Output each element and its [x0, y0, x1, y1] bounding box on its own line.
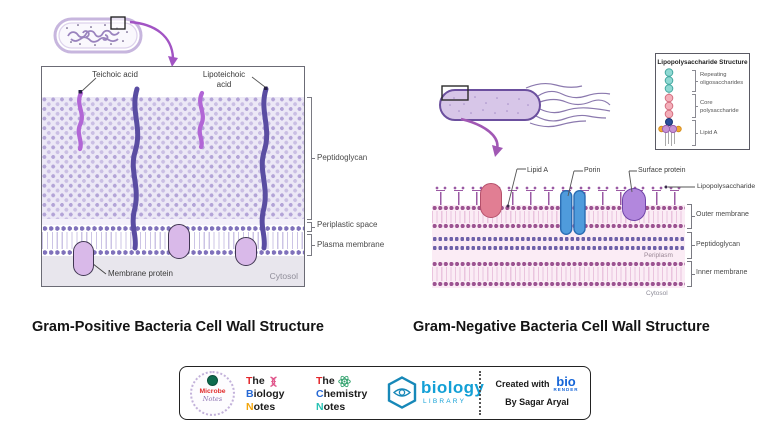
chromatin-squiggle [67, 29, 120, 43]
repeating-oligosaccharide-units [664, 68, 674, 93]
cell-stipple [449, 96, 529, 114]
pointer-marker [264, 86, 268, 90]
lps-molecule-diagram [658, 68, 682, 146]
peptidoglycan-bracket-gn [687, 232, 695, 259]
cytosol-label: Cytosol [646, 290, 668, 297]
lps-structure-title: Lipopolysaccharide Structure [657, 59, 748, 66]
chemistry-notes-word-the: The [316, 375, 335, 388]
membrane-protein-shape [73, 241, 94, 276]
gp-annotation-overlay [76, 76, 270, 275]
lipoteichoic-acid-strand [259, 86, 270, 251]
lps-structure-panel: Lipopolysaccharide Structure [655, 53, 750, 150]
flagella [525, 82, 611, 128]
plasma-membrane-bracket [307, 234, 315, 256]
kdo-unit [665, 118, 673, 126]
author-credit: By Sagar Aryal [505, 396, 569, 407]
created-with-text: Created with [495, 378, 550, 389]
lipid-a-inset-label: Lipid A [700, 130, 718, 136]
biology-notes-word-biology: Biology [246, 387, 285, 400]
inner-membrane-tails [432, 267, 685, 281]
gn-pointer-lines [506, 168, 695, 208]
outer-membrane-bracket [687, 204, 695, 229]
membrane-protein-shape [168, 224, 190, 259]
dna-icon [269, 376, 277, 387]
inner-membrane-bracket [687, 261, 695, 287]
core-polysaccharide-bracket [692, 94, 698, 118]
biorender-brand: bio [556, 374, 576, 389]
repeating-oligosaccharides-bracket [692, 70, 698, 92]
periplastic-space-region [42, 219, 304, 225]
gram-negative-bacterium-illustration [439, 82, 611, 128]
microbe-notes-text: Microbe [199, 388, 226, 395]
lipopolysaccharide-label: Lipopolysaccharide [697, 183, 756, 190]
lipid-a-label: Lipid A [527, 167, 549, 174]
outer-membrane-label: Outer membrane [696, 211, 749, 218]
gram-positive-bacterium-illustration [53, 16, 143, 54]
outer-membrane-inner-leaflet [432, 223, 685, 229]
pointer-marker [78, 90, 82, 94]
outer-membrane-protein-shape [480, 183, 502, 218]
membrane-protein-shape [235, 237, 257, 266]
peptidoglycan-chain [432, 236, 685, 242]
biorender-brand-sub: RENDER [553, 387, 579, 392]
inner-membrane-inner-leaflet [432, 281, 685, 287]
periplastic-space-label: Periplastic space [317, 220, 378, 229]
inner-membrane-outer-leaflet [432, 261, 685, 267]
biorender-logo: bio RENDER [554, 375, 579, 393]
the-chemistry-notes-logo: The Chemistry Notes [316, 375, 367, 414]
gram-positive-title: Gram-Positive Bacteria Cell Wall Structu… [32, 319, 324, 335]
pointer-line [81, 77, 97, 92]
biorender-credit: Created with bio RENDER By Sagar Aryal [488, 375, 586, 407]
plasma-membrane-label: Plasma membrane [317, 240, 385, 249]
cytosol-label: Cytosol [269, 271, 298, 281]
lipoteichoic-acid-strand [130, 86, 141, 251]
pointer-line [251, 76, 266, 88]
chemistry-notes-word-chemistry: Chemistry [316, 388, 368, 400]
microbe-notes-subtext: Notes [202, 395, 223, 403]
lipoteichoic-acid-label: Lipoteichoic acid [202, 70, 246, 89]
gram-positive-cell-wall-diagram: Teichoic acid Lipoteichoic acid Membrane… [41, 66, 305, 287]
zoom-region-rect [110, 16, 126, 30]
porin-protein-shape [560, 190, 586, 235]
chemistry-notes-word-notes: Notes [316, 400, 346, 413]
repeating-oligosaccharides-label: Repeating oligosaccharides [700, 72, 744, 86]
teichoic-acid-strand [76, 90, 84, 152]
periplasm-label: Periplasm [644, 252, 673, 259]
peptidoglycan-label: Peptidoglycan [317, 153, 368, 162]
zoom-region-rect [441, 85, 469, 101]
outer-membrane-outer-leaflet [432, 205, 685, 211]
surface-protein-label: Surface protein [638, 167, 686, 174]
atom-icon [337, 375, 351, 388]
lipid-a-unit [658, 124, 682, 146]
core-polysaccharide-label: Core polysaccharide [700, 100, 739, 114]
zoom-arrow-left [129, 20, 178, 67]
footer-credits: Microbe Notes The Biology Notes The [179, 366, 591, 420]
gram-negative-title: Gram-Negative Bacteria Cell Wall Structu… [413, 319, 710, 335]
teichoic-acid-label: Teichoic acid [92, 70, 138, 79]
peptidoglycan-label-gn: Peptidoglycan [696, 241, 740, 248]
core-polysaccharide-units [664, 93, 674, 119]
biology-library-name: biology [421, 378, 485, 398]
microbe-notes-logo: Microbe Notes [190, 371, 235, 416]
teichoic-acid-strand [197, 90, 205, 150]
membrane-protein-label: Membrane protein [108, 269, 173, 278]
lipid-a-bracket [692, 120, 698, 146]
surface-protein-shape [622, 188, 646, 221]
porin-label: Porin [584, 167, 601, 174]
the-biology-notes-logo: The Biology Notes [246, 375, 285, 413]
gram-negative-cell-wall-diagram: Periplasm Cytosol [432, 183, 685, 301]
biology-notes-word-the: The [246, 375, 265, 387]
zoom-arrow-right [460, 117, 503, 157]
microbe-notes-icon [207, 375, 218, 386]
biology-library-logo: biology LIBRARY [387, 376, 484, 409]
biology-notes-word-notes: Notes [246, 400, 276, 413]
footer-divider [479, 371, 481, 415]
biology-library-hexagon-icon [387, 376, 417, 409]
inner-membrane-label: Inner membrane [696, 269, 748, 276]
peptidoglycan-chain [432, 245, 685, 251]
periplastic-space-bracket [307, 222, 315, 232]
peptidoglycan-bracket [307, 97, 315, 220]
biology-library-sub: LIBRARY [423, 397, 467, 405]
